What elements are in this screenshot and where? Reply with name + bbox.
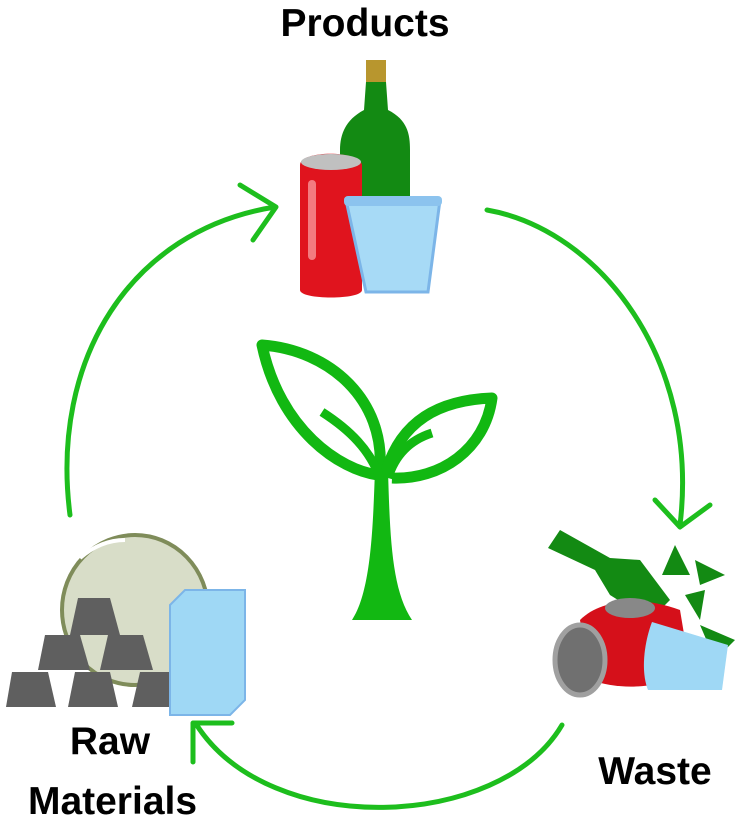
raw-materials-icon xyxy=(6,533,246,716)
label-raw-materials-line2: Materials xyxy=(27,780,198,823)
waste-icon xyxy=(548,530,735,698)
arrow-products-to-waste xyxy=(484,207,713,530)
plant-sprout-icon xyxy=(256,339,498,620)
products-icon xyxy=(300,60,442,298)
label-products: Products xyxy=(280,2,450,45)
label-raw-materials-line1: Raw xyxy=(69,720,151,763)
arrow-waste-to-raw xyxy=(190,720,565,810)
label-waste: Waste xyxy=(598,750,712,793)
arrow-raw-to-products xyxy=(64,182,279,518)
